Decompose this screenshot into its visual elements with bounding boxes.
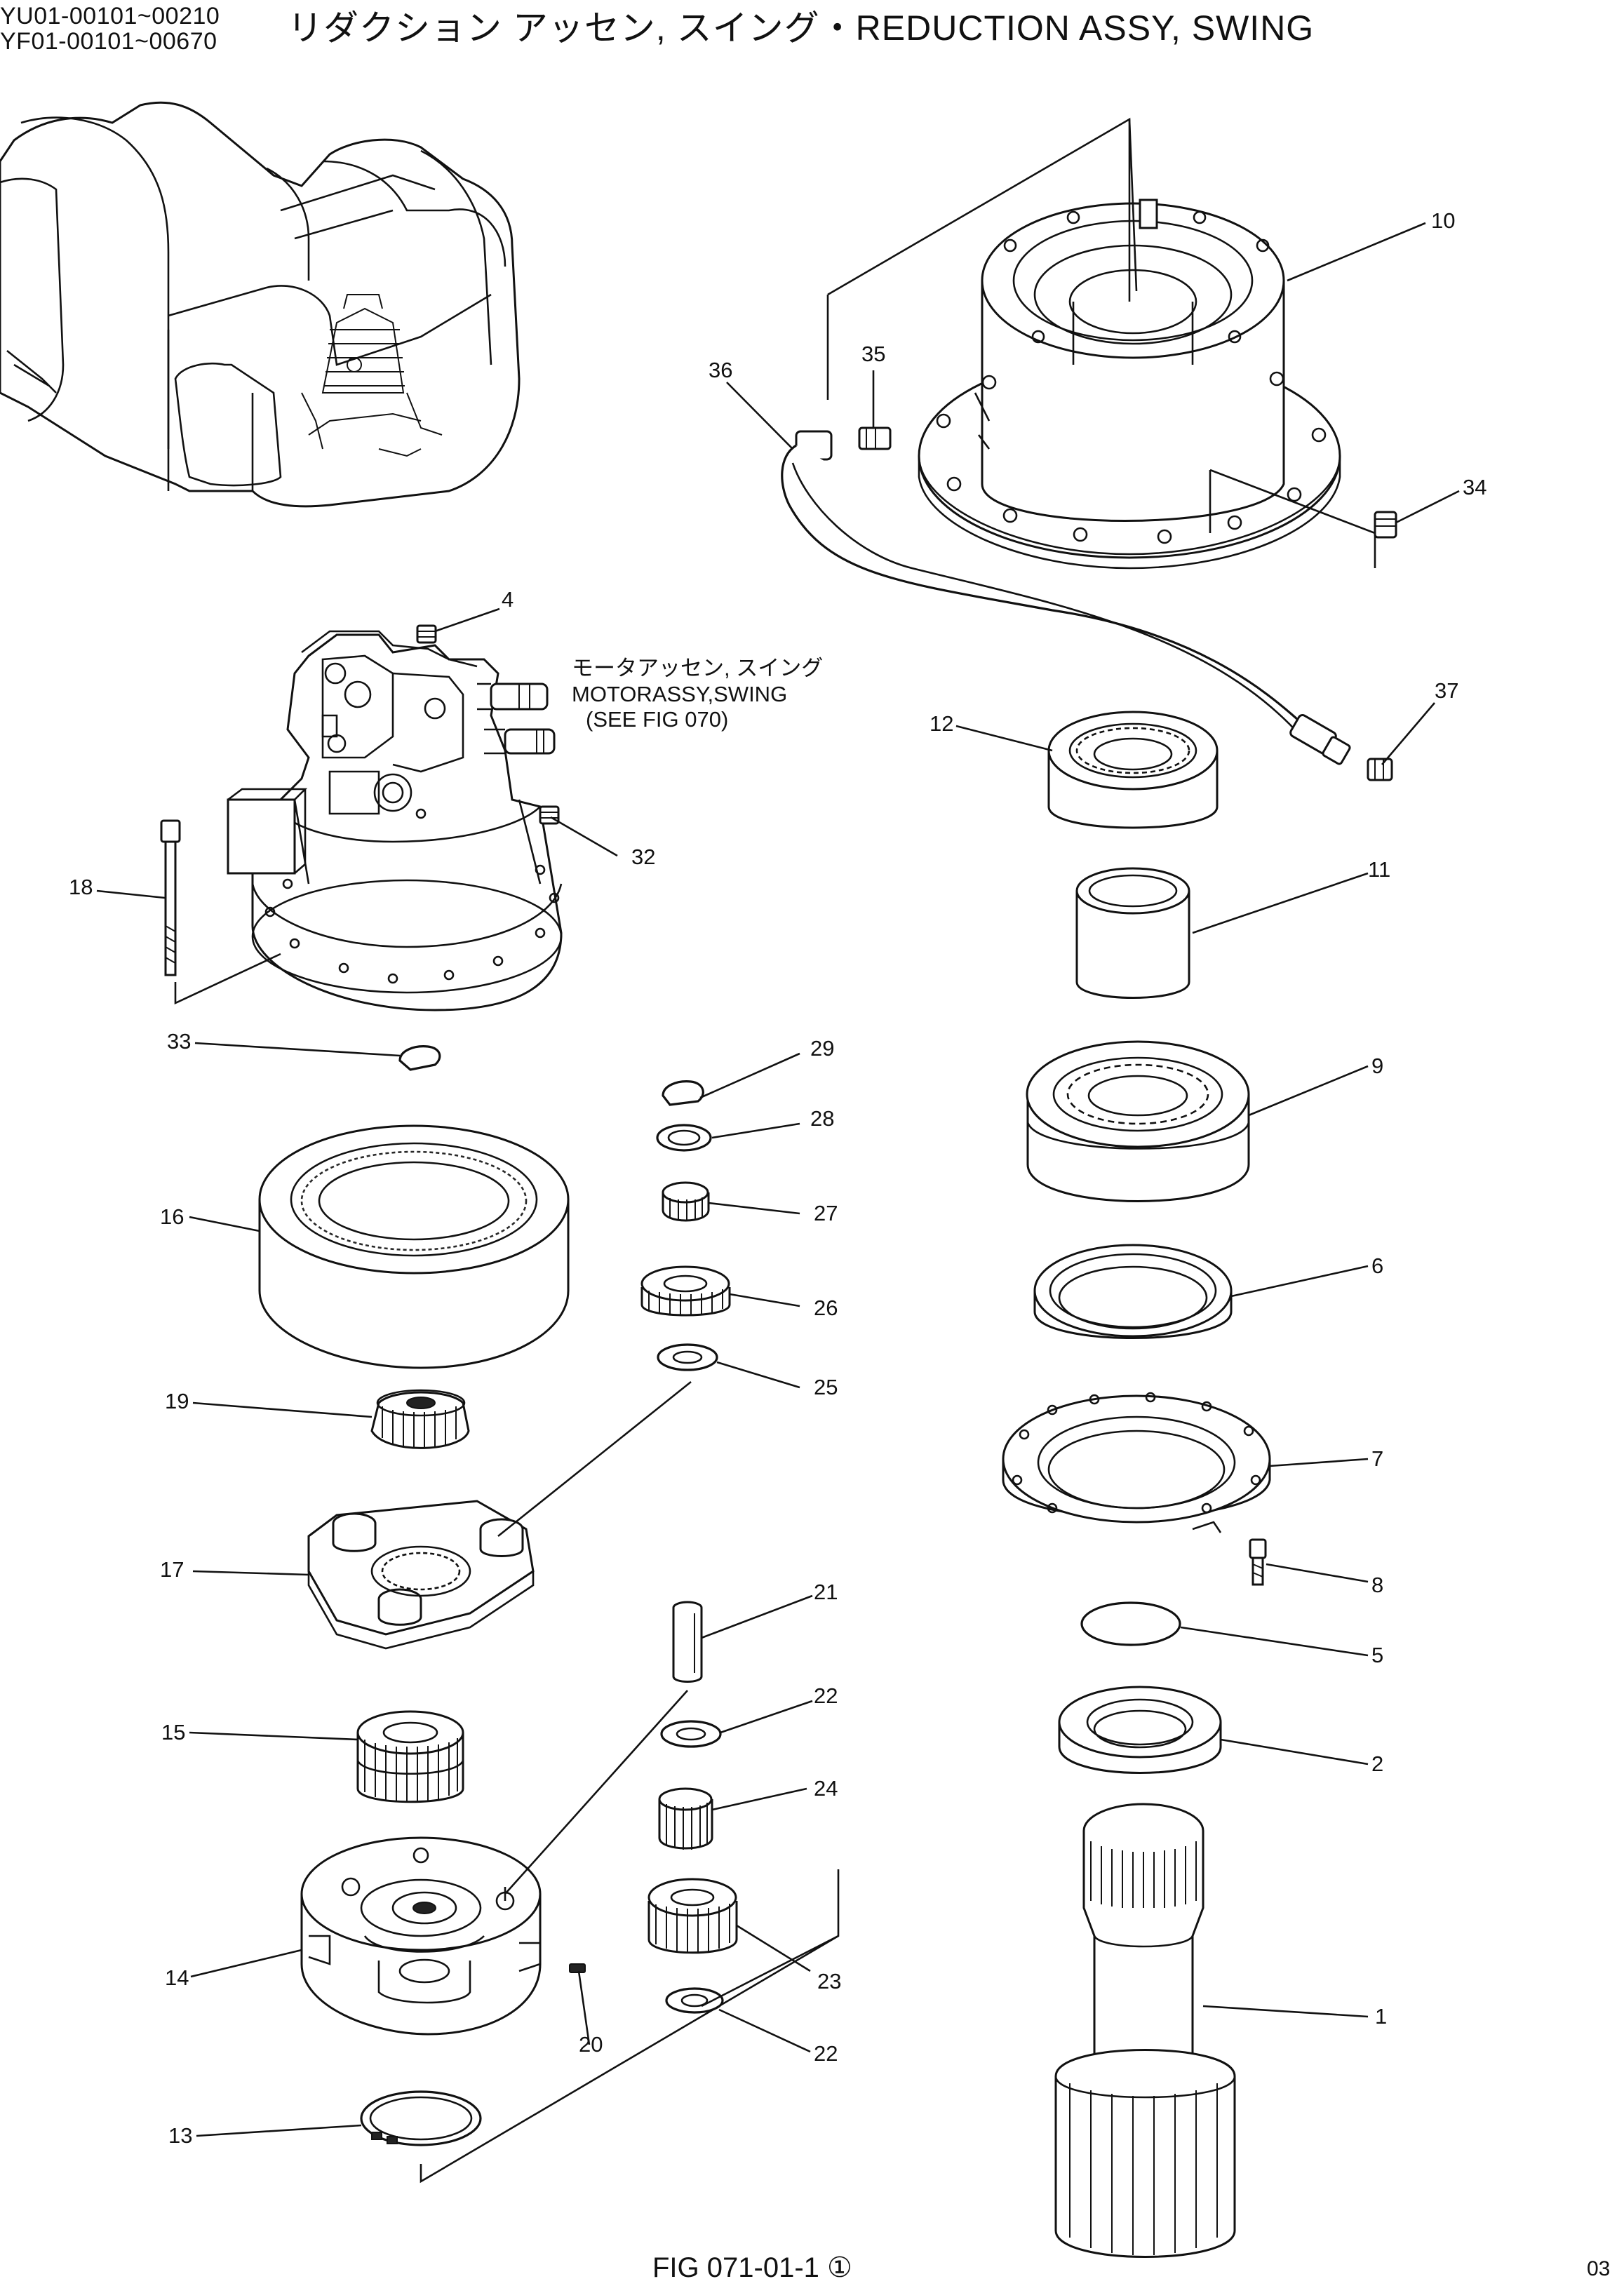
callout-23: 23 <box>817 1969 841 1993</box>
callout-6: 6 <box>1371 1253 1383 1278</box>
part-25-washer <box>657 1343 718 1371</box>
callout-35: 35 <box>861 342 885 366</box>
callout-9: 9 <box>1371 1054 1383 1078</box>
callout-numbers: 10 36 35 34 37 4 12 11 18 32 33 29 28 9 … <box>69 208 1487 2148</box>
part-24-needle-bearing <box>658 1787 713 1850</box>
part-26-planet-gear <box>640 1265 731 1317</box>
part-16-ring-gear <box>258 1124 570 1369</box>
part-34-plug <box>1374 511 1397 539</box>
callout-26: 26 <box>814 1296 838 1320</box>
page-number: 03 <box>1587 2257 1611 2280</box>
callout-36: 36 <box>709 358 732 382</box>
callout-1: 1 <box>1375 2004 1387 2029</box>
serial-range-1: YU01-00101~00210 <box>0 3 220 29</box>
callout-20: 20 <box>579 2032 603 2057</box>
callout-10: 10 <box>1431 208 1455 233</box>
reference-lines <box>174 117 1376 2184</box>
callout-18: 18 <box>69 875 93 899</box>
callout-32: 32 <box>631 845 655 869</box>
part-27-needle-bearing <box>662 1181 710 1222</box>
part-19-sun-gear <box>370 1389 470 1449</box>
callout-21: 21 <box>814 1580 838 1604</box>
motor-label-ref: (SEE FIG 070) <box>586 707 729 732</box>
leader-lines <box>96 222 1460 2137</box>
callout-28: 28 <box>810 1106 834 1131</box>
part-33-snap-ring <box>398 1045 441 1071</box>
part-6-oil-seal <box>1033 1244 1233 1339</box>
part-22-washer-upper <box>660 1720 722 1748</box>
callout-11: 11 <box>1368 857 1390 882</box>
figure-number: FIG 071-01-1 ① <box>652 2252 852 2284</box>
callout-24: 24 <box>814 1776 838 1801</box>
part-11-collar <box>1075 867 1190 999</box>
callout-34: 34 <box>1463 475 1487 499</box>
part-12-roller-bearing <box>1047 711 1219 829</box>
part-2-seal <box>1058 1686 1222 1774</box>
swing-motor-assembly <box>227 624 563 1011</box>
serial-range-2: YF01-00101~00670 <box>0 28 217 55</box>
part-9-roller-bearing <box>1026 1040 1250 1202</box>
callout-2: 2 <box>1371 1751 1383 1776</box>
part-5-o-ring <box>1080 1601 1181 1646</box>
part-21-pin <box>672 1601 703 1683</box>
callout-19: 19 <box>165 1389 189 1413</box>
part-36-hose <box>781 430 1351 765</box>
part-22-washer-lower <box>665 1987 724 2014</box>
callout-7: 7 <box>1371 1446 1383 1471</box>
part-1-pinion-shaft <box>1054 1803 1236 2258</box>
motor-label-en: MOTORASSY,SWING <box>572 682 788 706</box>
part-29-snap-ring <box>662 1080 704 1106</box>
callout-29: 29 <box>810 1036 834 1061</box>
part-17-carrier <box>307 1500 535 1650</box>
callout-13: 13 <box>168 2123 192 2148</box>
part-10-housing <box>918 199 1341 570</box>
callout-15: 15 <box>161 1720 185 1744</box>
part-37-plug <box>1367 758 1393 781</box>
part-35-adapter <box>858 426 892 450</box>
part-15-planet-gear <box>356 1710 464 1803</box>
part-20-pin <box>569 1963 586 1973</box>
callout-17: 17 <box>160 1557 184 1582</box>
callout-8: 8 <box>1371 1573 1383 1597</box>
callout-14: 14 <box>165 1965 189 1990</box>
callout-16: 16 <box>160 1204 184 1229</box>
callout-22b: 22 <box>814 2041 838 2066</box>
part-23-planet-gear <box>647 1878 738 1954</box>
callout-33: 33 <box>167 1029 191 1054</box>
part-13-snap-ring <box>360 2090 482 2146</box>
part-8-bolt <box>1249 1538 1267 1586</box>
callout-37: 37 <box>1435 678 1458 703</box>
part-28-washer <box>656 1124 712 1152</box>
callout-5: 5 <box>1371 1643 1383 1667</box>
callout-4: 4 <box>502 587 514 612</box>
part-7-cover <box>1002 1392 1271 1533</box>
part-18-bolt <box>160 819 181 976</box>
figure-number-text: FIG 071-01-1 <box>652 2252 819 2283</box>
part-14-carrier <box>300 1836 542 2036</box>
figure-circle-mark: ① <box>827 2252 852 2284</box>
callout-12: 12 <box>930 711 953 736</box>
callout-22a: 22 <box>814 1683 838 1708</box>
callout-25: 25 <box>814 1375 838 1399</box>
motor-label-jp: モータアッセン, スイング <box>572 656 824 680</box>
callout-27: 27 <box>814 1201 838 1225</box>
excavator-upper-structure <box>0 101 521 508</box>
page-title: リダクション アッセン, スイング・REDUCTION ASSY, SWING <box>288 8 1315 48</box>
